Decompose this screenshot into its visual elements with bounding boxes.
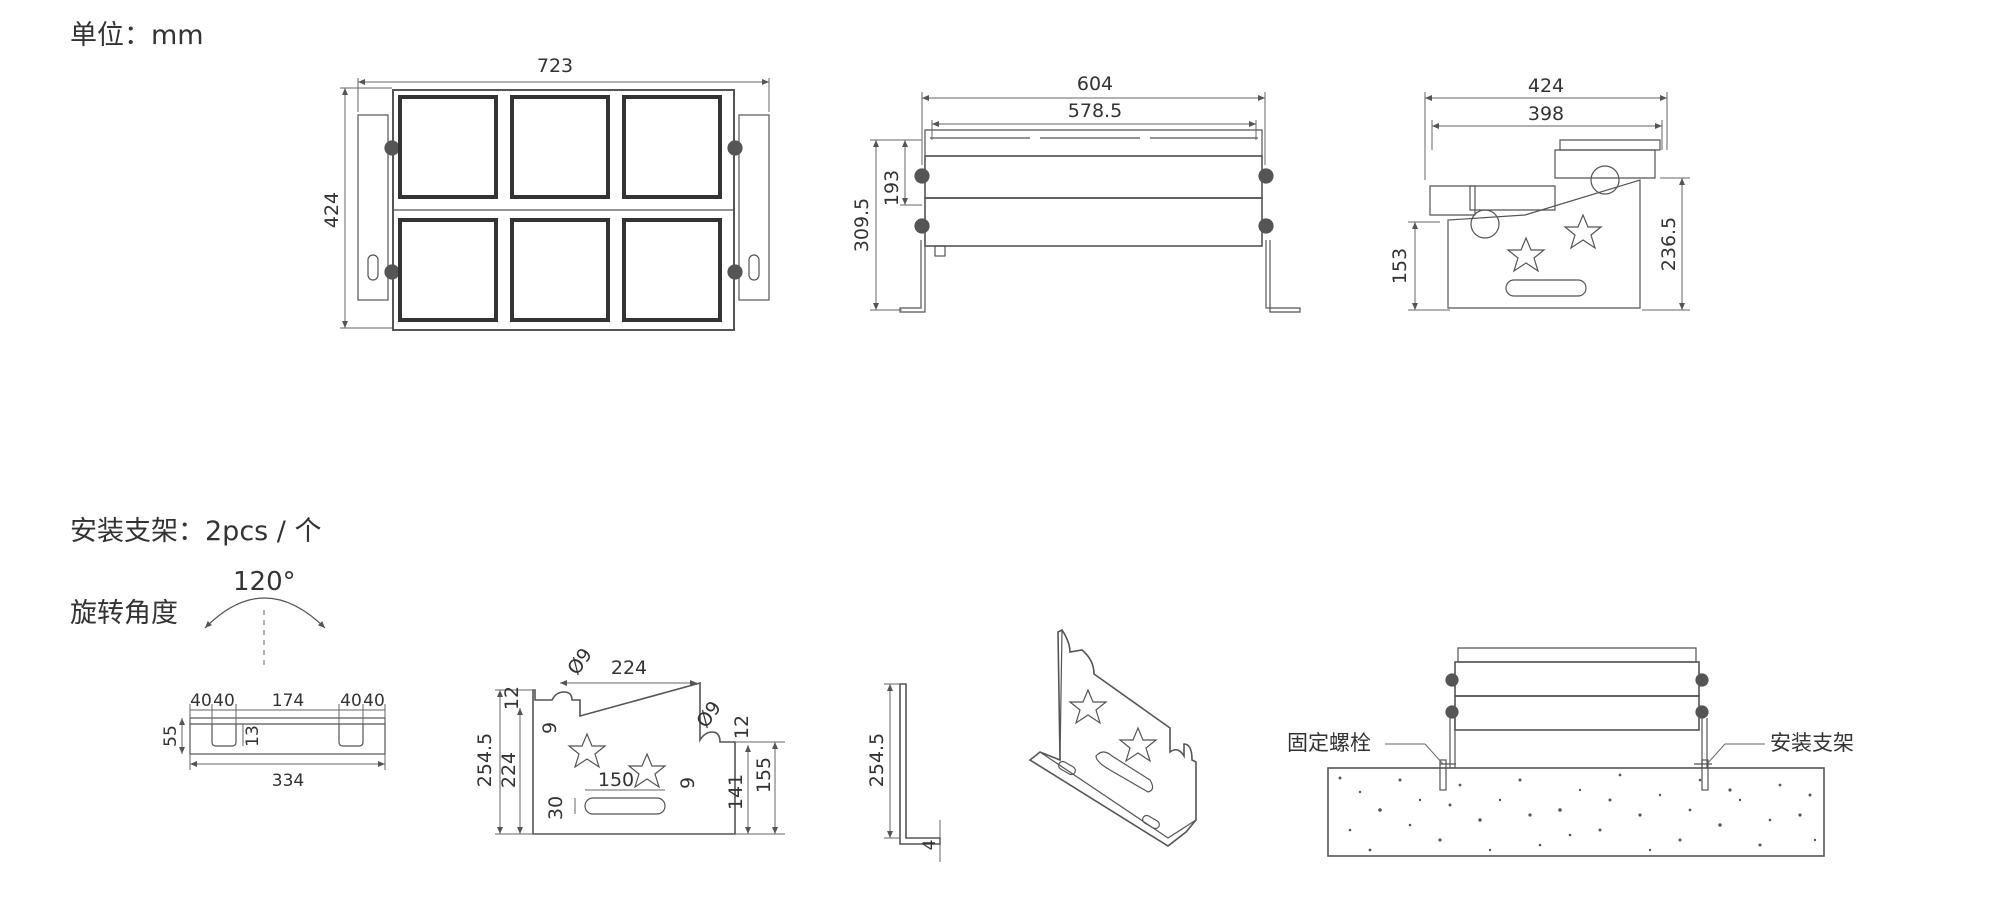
- dim-side-height-total: 309.5: [851, 198, 873, 252]
- dim-side-height-body: 193: [881, 170, 903, 206]
- dim-plan-40c: 40: [340, 691, 362, 711]
- dim-plan-334: 334: [272, 771, 304, 791]
- dim-elev-hole-a: Ø9: [563, 644, 597, 679]
- dim-end-height-left: 153: [1389, 248, 1411, 284]
- rotation-angle-label: 旋转角度: [70, 598, 178, 629]
- installation-view: [1327, 647, 1825, 857]
- dim-plan-13: 13: [243, 725, 263, 747]
- dim-elev-12-right: 12: [731, 715, 753, 739]
- concrete-speckle-pattern: [1338, 773, 1817, 852]
- dim-profile-4: 4: [920, 840, 940, 851]
- dim-end-width-inner: 398: [1528, 103, 1564, 125]
- dim-end-width-outer: 424: [1528, 75, 1564, 97]
- bracket-quantity-label: 安装支架：2pcs / 个: [70, 516, 322, 547]
- dim-plan-55: 55: [161, 725, 181, 747]
- led-module-panel: [398, 95, 722, 322]
- dim-end-height-right: 236.5: [1658, 217, 1680, 271]
- dim-plan-40a: 40: [190, 691, 212, 711]
- dim-front-height: 424: [321, 192, 343, 228]
- dim-profile-254-5: 254.5: [866, 733, 888, 787]
- bolt-callout: 固定螺栓: [1287, 731, 1371, 755]
- dim-elev-hole-b: Ø9: [692, 697, 726, 732]
- rotation-arc-icon: [204, 597, 326, 665]
- end-view: [1408, 92, 1690, 311]
- dim-side-width-inner: 578.5: [1068, 100, 1122, 122]
- front-view: [340, 78, 770, 331]
- dim-plan-40b: 40: [213, 691, 235, 711]
- dim-elev-155: 155: [753, 757, 775, 793]
- dim-front-width: 723: [537, 55, 573, 77]
- dim-elev-12-left: 12: [501, 686, 523, 710]
- dim-elev-224-top: 224: [611, 657, 647, 679]
- bracket-elevation-view: [495, 680, 785, 835]
- dim-elev-224-left: 224: [498, 752, 520, 788]
- bracket-callout: 安装支架: [1770, 731, 1854, 755]
- bracket-plan-view: [179, 704, 386, 770]
- dim-side-width-outer: 604: [1077, 73, 1113, 95]
- dim-elev-9b: 9: [677, 777, 699, 789]
- dim-elev-141: 141: [725, 774, 747, 810]
- dim-elev-254-5: 254.5: [474, 733, 496, 787]
- dim-elev-9a: 9: [539, 722, 561, 734]
- unit-label: 单位：mm: [70, 20, 204, 51]
- bracket-isometric-view: [1028, 628, 1197, 847]
- rotation-angle-value: 120°: [233, 567, 296, 597]
- dim-elev-150: 150: [598, 769, 634, 791]
- dim-elev-30: 30: [545, 796, 567, 820]
- dim-plan-40d: 40: [363, 691, 385, 711]
- bracket-profile-view: [884, 683, 941, 862]
- side-view: [870, 92, 1301, 313]
- dim-plan-174: 174: [272, 691, 304, 711]
